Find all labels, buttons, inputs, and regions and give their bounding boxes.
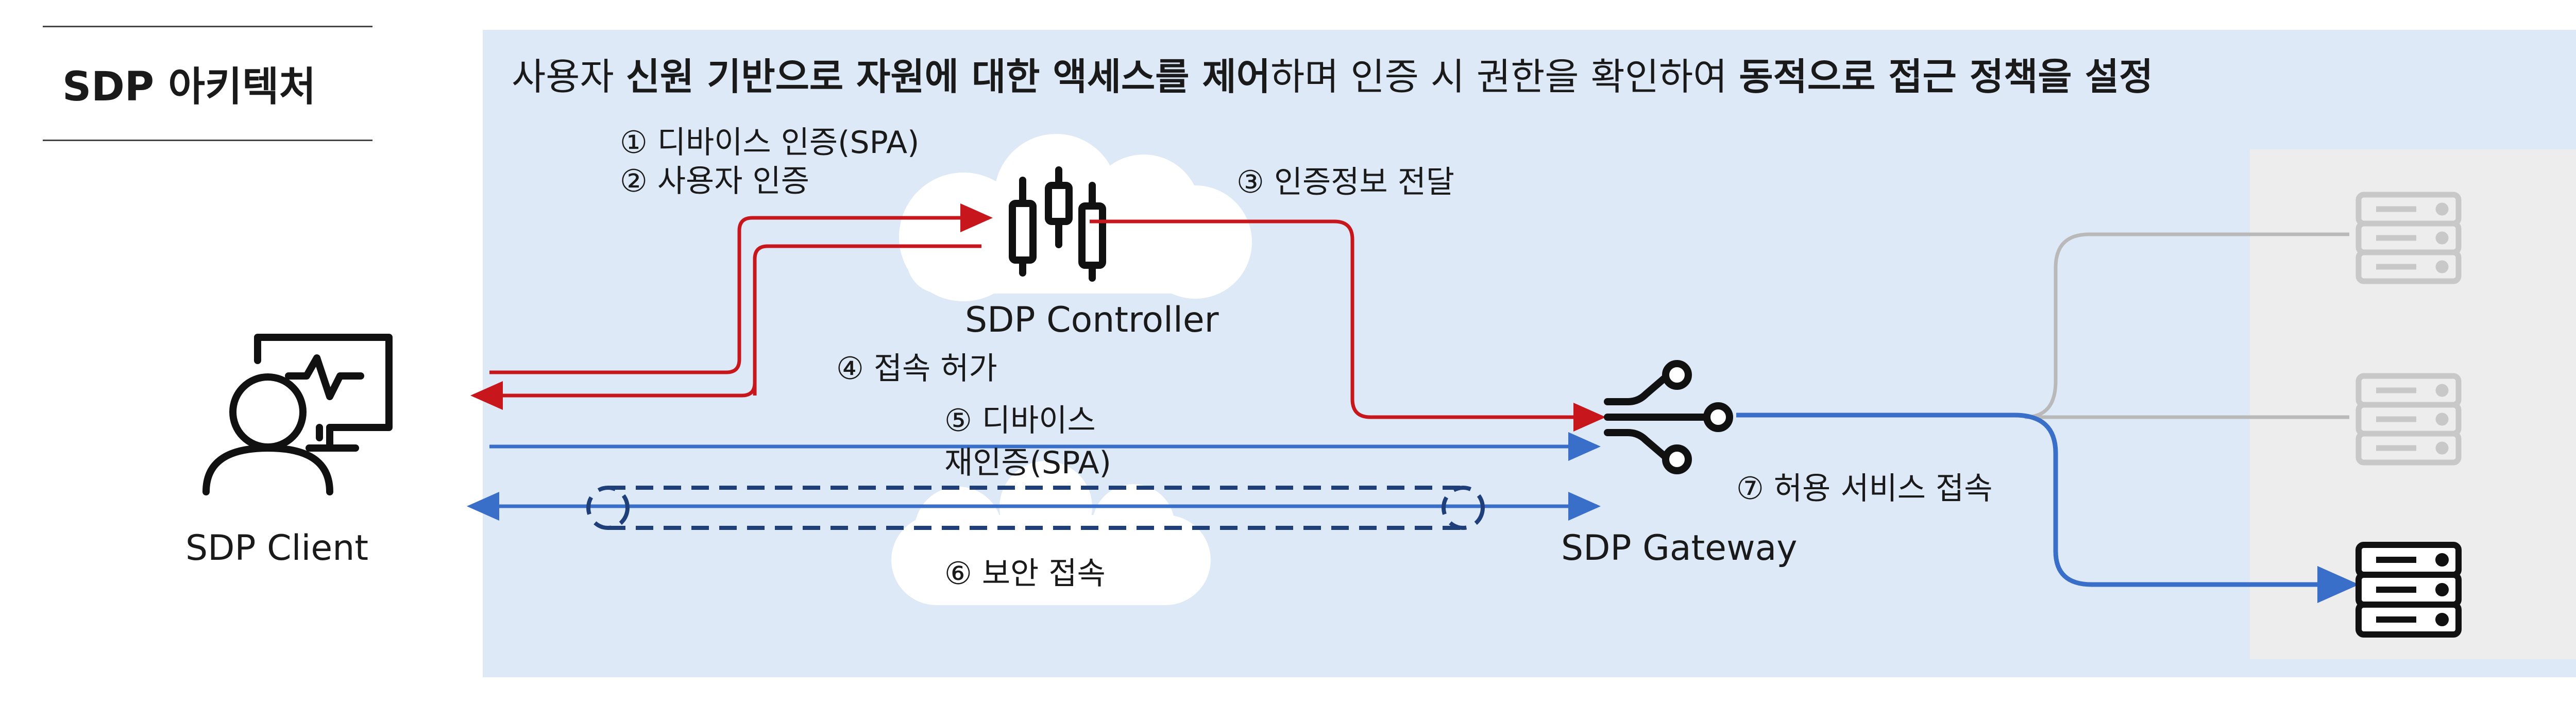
step-1-label: ① 디바이스 인증(SPA) xyxy=(620,125,920,161)
headline-part-2: 하며 인증 시 권한을 확인하여 xyxy=(1270,55,1739,98)
client-label: SDP Client xyxy=(185,528,369,569)
headline: 사용자 신원 기반으로 자원에 대한 액세스를 제어하며 인증 시 권한을 확인… xyxy=(512,46,2153,100)
controller-label: SDP Controller xyxy=(965,300,1219,340)
step-5-label-line2: 재인증(SPA) xyxy=(944,445,1111,481)
diagram-panel xyxy=(483,30,2576,677)
server-icon xyxy=(2355,192,2462,284)
gateway-branch-icon xyxy=(1604,360,1733,474)
step-4-label: ④ 접속 허가 xyxy=(836,351,997,387)
blue-flow-allowed-service xyxy=(1736,413,2359,603)
red-flow-user-auth xyxy=(753,244,981,396)
page-title-block: SDP 아키텍처 xyxy=(43,26,372,141)
headline-bold-1: 신원 기반으로 자원에 대한 액세스를 제어 xyxy=(625,55,1271,98)
step-2-label: ② 사용자 인증 xyxy=(620,163,809,199)
step-5-label-line1: ⑤ 디바이스 xyxy=(944,403,1096,439)
client-monitor-user-icon xyxy=(202,334,393,495)
server-icon xyxy=(2355,542,2462,638)
step-3-label: ③ 인증정보 전달 xyxy=(1236,164,1455,200)
secure-tunnel xyxy=(586,486,1485,530)
grey-link-server-1 xyxy=(2024,232,2349,419)
gateway-label: SDP Gateway xyxy=(1561,528,1798,569)
controller-sliders-icon xyxy=(1009,166,1106,282)
step-6-label: ⑥ 보안 접속 xyxy=(944,556,1106,592)
red-flow-credential-transfer xyxy=(1090,219,1606,432)
step-7-label: ⑦ 허용 서비스 접속 xyxy=(1736,471,1993,507)
red-flow-device-auth xyxy=(489,203,993,374)
red-flow-access-grant xyxy=(470,381,757,410)
page-title: SDP 아키텍처 xyxy=(62,64,316,110)
server-icon xyxy=(2355,373,2462,466)
headline-bold-2: 동적으로 접근 정책을 설정 xyxy=(1739,55,2154,98)
headline-part-1: 사용자 xyxy=(512,55,626,98)
